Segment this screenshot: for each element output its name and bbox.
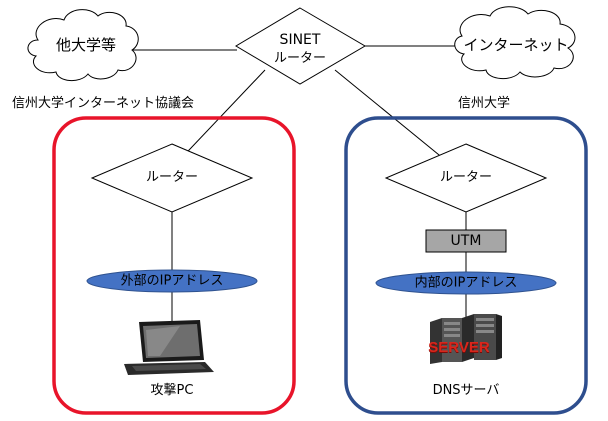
server-logo-text: SERVER (428, 339, 490, 356)
server-icon (430, 314, 502, 364)
right-group-label: 信州大学 (457, 96, 511, 111)
sinet-router-diamond (235, 7, 366, 85)
right-ip-pill (375, 271, 557, 295)
attack-pc-label: 攻撃PC (150, 383, 194, 398)
sinet-router-label-line2: ルーター (273, 51, 327, 66)
sinet-router-label-line1: SINET (279, 32, 321, 48)
left-ip-label: 外部のIPアドレス (120, 273, 224, 289)
left-router-diamond (90, 143, 254, 213)
laptop-icon (124, 320, 214, 375)
cloud-right-label: インターネット (463, 36, 569, 54)
dns-server-label: DNSサーバ (432, 383, 500, 398)
left-group-label: 信州大学インターネット協議会 (12, 96, 195, 111)
right-router-label: ルーター (439, 170, 493, 185)
left-router-label: ルーター (145, 170, 199, 185)
right-group-box (344, 116, 588, 415)
cloud-right-icon (454, 6, 576, 79)
cloud-left-label: 他大学等 (55, 36, 117, 54)
utm-label: UTM (450, 233, 482, 249)
right-ip-label: 内部のIPアドレス (414, 275, 518, 291)
utm-box (425, 229, 507, 253)
left-group-box (52, 116, 296, 415)
right-router-diamond (384, 143, 548, 213)
left-ip-pill (86, 269, 258, 293)
cloud-left-icon (27, 9, 139, 81)
